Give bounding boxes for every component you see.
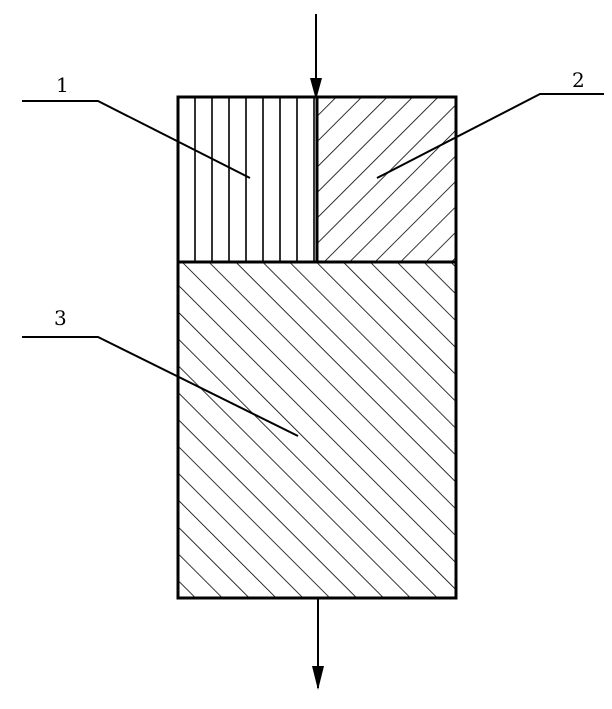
leader-line-2 [376, 93, 604, 179]
output-arrow [312, 598, 324, 690]
label-1: 1 [56, 73, 69, 97]
leader-line-3 [22, 336, 299, 437]
leader-line-1 [22, 100, 251, 179]
region-2-diagonal-hatch [317, 97, 456, 262]
label-2: 2 [572, 68, 585, 92]
region-1-vertical-hatch [178, 97, 317, 262]
region-3-diagonal-hatch [178, 262, 456, 598]
label-3: 3 [54, 306, 67, 330]
input-arrow [310, 14, 322, 100]
